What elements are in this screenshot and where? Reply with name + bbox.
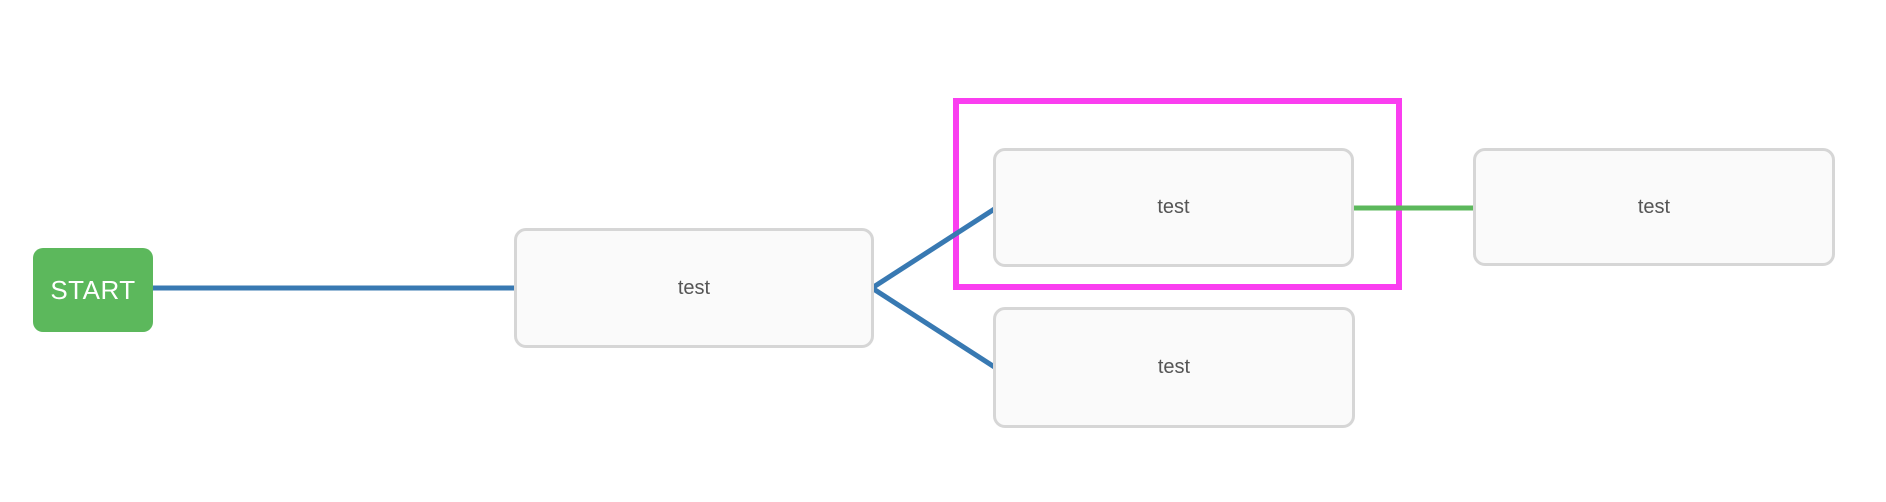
flow-node-1-label: test [677,276,711,299]
edge-node1-to-node2 [870,205,998,291]
flow-node-3[interactable]: test [993,307,1355,428]
start-node[interactable]: START [33,248,153,332]
edge-node1-to-node3 [870,285,998,371]
flow-node-3-label: test [1157,356,1191,378]
flow-node-4[interactable]: test [1473,148,1835,266]
flow-node-2-label: test [1157,196,1190,218]
selection-highlight-box [953,98,1402,290]
flow-node-4-label: test [1637,195,1671,218]
flow-node-2-selected[interactable]: test [993,148,1354,267]
flow-node-1[interactable]: test [514,228,874,348]
